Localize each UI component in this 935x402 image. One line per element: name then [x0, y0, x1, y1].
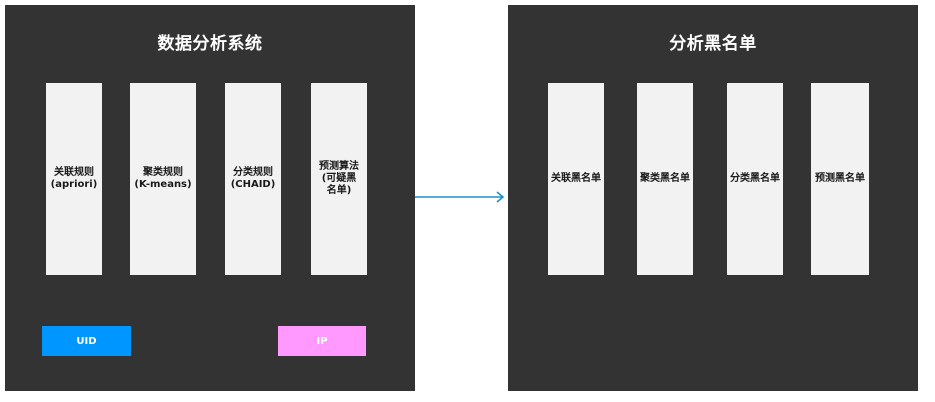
uid-tag: UID [42, 326, 131, 356]
prediction-algorithm-label: 预测算法 (可疑黑名单) [319, 161, 359, 196]
association-rules-box: 关联规则 (apriori) [46, 83, 102, 275]
prediction-blacklist-label: 预测黑名单 [815, 173, 865, 184]
ip-tag-label: IP [316, 335, 328, 347]
prediction-blacklist-box: 预测黑名单 [811, 83, 869, 275]
classification-blacklist-box: 分类黑名单 [727, 83, 783, 275]
association-blacklist-label: 关联黑名单 [551, 173, 601, 184]
panel-title: 分析黑名单 [669, 34, 757, 54]
association-rules-label: 关联规则 (apriori) [50, 167, 98, 190]
panel-title: 数据分析系统 [157, 34, 263, 54]
prediction-algorithm-box: 预测算法 (可疑黑名单) [311, 83, 367, 275]
clustering-blacklist-box: 聚类黑名单 [637, 83, 693, 275]
classification-rules-box: 分类规则 (CHAID) [225, 83, 281, 275]
blacklist-analysis-panel: 分析黑名单 关联黑名单 聚类黑名单 分类黑名单 预测黑名单 [508, 5, 918, 391]
ip-tag: IP [278, 326, 366, 356]
association-blacklist-box: 关联黑名单 [548, 83, 604, 275]
arrow-head [496, 191, 505, 203]
classification-blacklist-label: 分类黑名单 [730, 173, 780, 184]
flow-arrow-icon [415, 191, 505, 203]
clustering-rules-box: 聚类规则 (K-means) [130, 83, 196, 275]
clustering-rules-label: 聚类规则 (K-means) [134, 167, 192, 190]
data-analysis-system-panel: 数据分析系统 关联规则 (apriori) 聚类规则 (K-means) 分类规… [5, 5, 415, 391]
classification-rules-label: 分类规则 (CHAID) [230, 167, 276, 190]
clustering-blacklist-label: 聚类黑名单 [640, 173, 690, 184]
uid-tag-label: UID [76, 335, 97, 347]
